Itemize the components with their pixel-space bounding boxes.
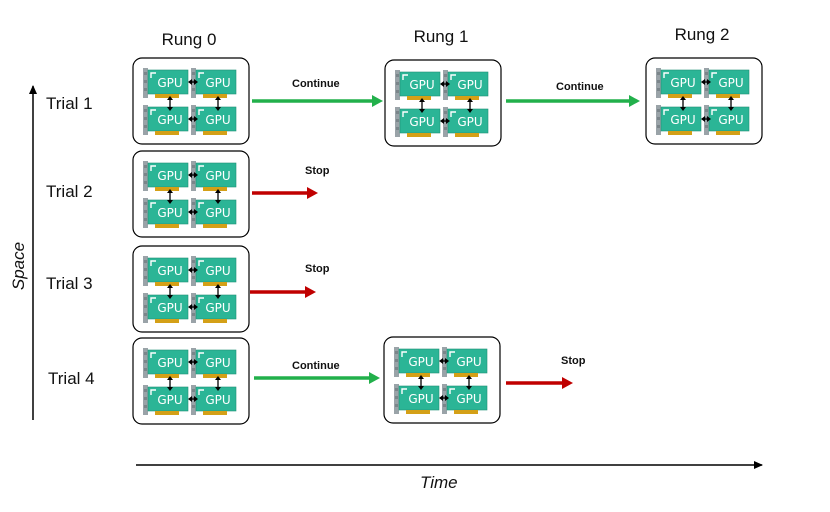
rung-label-1: Rung 1: [413, 27, 469, 46]
gpu-card-icon: GPU: [143, 198, 189, 228]
node-trial3-rung0: GPU GPU GPU GPU: [132, 245, 250, 333]
gpu-card-icon: GPU: [143, 161, 189, 191]
gpu-label: GPU: [456, 392, 481, 406]
gpu-card-icon: GPU: [395, 70, 441, 100]
continue-label-t1-r0: Continue: [292, 78, 340, 90]
stop-label-t2: Stop: [305, 165, 330, 177]
gpu-card-icon: GPU: [191, 256, 237, 286]
rung-label-2: Rung 2: [674, 25, 730, 44]
stop-arrow-t4: [506, 377, 573, 389]
rung-label-0: Rung 0: [161, 30, 217, 49]
trial-label-1: Trial 1: [46, 94, 93, 113]
gpu-card-icon: GPU: [191, 105, 237, 135]
gpu-card-icon: GPU: [143, 105, 189, 135]
gpu-label: GPU: [718, 76, 743, 90]
gpu-label: GPU: [457, 78, 482, 92]
gpu-card-icon: GPU: [443, 70, 489, 100]
gpu-label: GPU: [670, 76, 695, 90]
gpu-card-icon: GPU: [442, 384, 488, 414]
gpu-card-icon: GPU: [704, 68, 750, 98]
gpu-label: GPU: [157, 264, 182, 278]
continue-arrow-t1-r1: [506, 95, 640, 107]
gpu-card-icon: GPU: [395, 107, 441, 137]
node-trial1-rung2: GPU GPU GPU GPU: [645, 57, 763, 145]
gpu-label: GPU: [157, 301, 182, 315]
gpu-card-icon: GPU: [394, 384, 440, 414]
gpu-label: GPU: [157, 356, 182, 370]
gpu-label: GPU: [457, 115, 482, 129]
gpu-label: GPU: [670, 113, 695, 127]
gpu-card-icon: GPU: [442, 347, 488, 377]
gpu-label: GPU: [205, 356, 230, 370]
gpu-card-icon: GPU: [191, 348, 237, 378]
continue-arrow-t1-r0: [252, 95, 383, 107]
gpu-card-icon: GPU: [191, 385, 237, 415]
gpu-card-icon: GPU: [143, 68, 189, 98]
gpu-label: GPU: [157, 393, 182, 407]
time-axis-label: Time: [420, 473, 458, 492]
stop-arrow-t2: [252, 187, 318, 199]
space-axis-label: Space: [9, 241, 28, 291]
trial-label-2: Trial 2: [46, 182, 93, 201]
nvlink-arrows: [167, 359, 221, 402]
gpu-label: GPU: [205, 76, 230, 90]
gpu-label: GPU: [408, 392, 433, 406]
gpu-card-icon: GPU: [143, 385, 189, 415]
gpu-label: GPU: [157, 113, 182, 127]
node-trial4-rung0: GPU GPU GPU GPU: [132, 337, 250, 425]
gpu-card-icon: GPU: [143, 256, 189, 286]
node-trial4-rung1: GPU GPU GPU GPU: [383, 336, 501, 424]
gpu-label: GPU: [205, 169, 230, 183]
nvlink-arrows: [167, 79, 221, 122]
gpu-card-icon: GPU: [443, 107, 489, 137]
gpu-card-icon: GPU: [191, 293, 237, 323]
continue-label-t1-r1: Continue: [556, 81, 604, 93]
gpu-label: GPU: [409, 115, 434, 129]
gpu-label: GPU: [157, 206, 182, 220]
continue-label-t4-r0: Continue: [292, 360, 340, 372]
gpu-card-icon: GPU: [143, 348, 189, 378]
nvlink-arrows: [680, 79, 734, 122]
nvlink-arrows: [167, 267, 221, 310]
gpu-card-icon: GPU: [191, 68, 237, 98]
gpu-label: GPU: [409, 78, 434, 92]
continue-arrow-t4-r0: [254, 372, 380, 384]
trial-label-4: Trial 4: [48, 369, 95, 388]
gpu-card-icon: GPU: [143, 293, 189, 323]
gpu-label: GPU: [718, 113, 743, 127]
gpu-label: GPU: [205, 393, 230, 407]
gpu-card-icon: GPU: [191, 198, 237, 228]
gpu-label: GPU: [157, 76, 182, 90]
gpu-label: GPU: [456, 355, 481, 369]
gpu-label: GPU: [205, 113, 230, 127]
gpu-label: GPU: [408, 355, 433, 369]
gpu-label: GPU: [205, 206, 230, 220]
gpu-label: GPU: [205, 301, 230, 315]
gpu-card-icon: GPU: [191, 161, 237, 191]
gpu-card-icon: GPU: [656, 68, 702, 98]
gpu-card-icon: GPU: [656, 105, 702, 135]
nvlink-arrows: [418, 358, 472, 401]
stop-arrow-t3: [250, 286, 316, 298]
stop-label-t4: Stop: [561, 355, 586, 367]
node-trial1-rung1: GPU GPU GPU GPU: [384, 59, 502, 147]
node-trial1-rung0: GPU GPU GPU GPU: [132, 57, 250, 145]
nvlink-arrows: [419, 81, 473, 124]
gpu-label: GPU: [205, 264, 230, 278]
flow-arrows: [250, 95, 640, 389]
stop-label-t3: Stop: [305, 263, 330, 275]
gpu-card-icon: GPU: [704, 105, 750, 135]
gpu-card-icon: GPU: [394, 347, 440, 377]
nvlink-arrows: [167, 172, 221, 215]
node-trial2-rung0: GPU GPU GPU GPU: [132, 150, 250, 238]
trial-label-3: Trial 3: [46, 274, 93, 293]
gpu-label: GPU: [157, 169, 182, 183]
